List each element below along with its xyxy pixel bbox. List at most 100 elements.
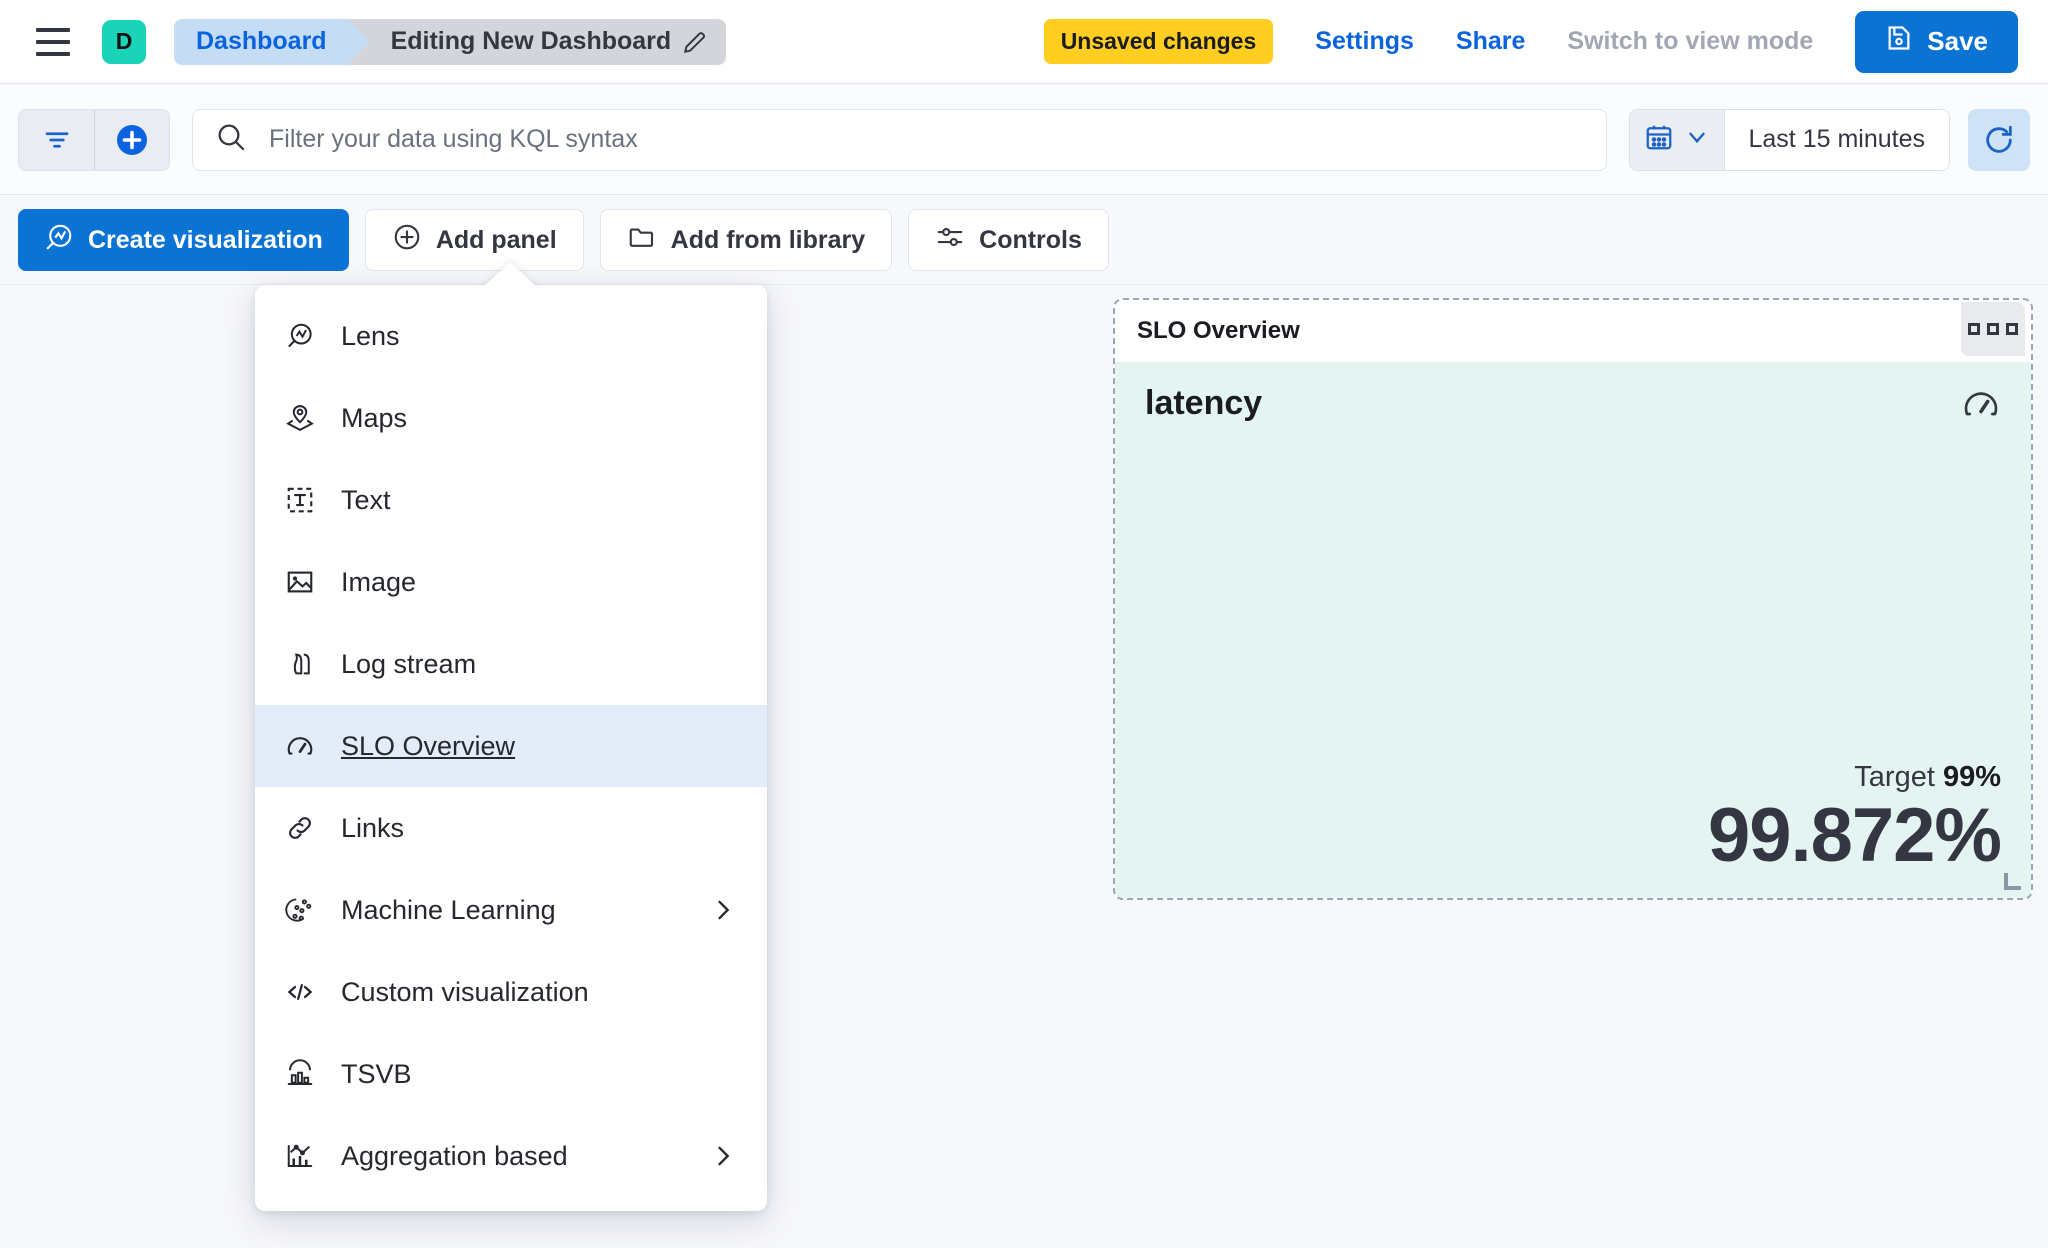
search-icon	[215, 121, 247, 158]
panel-header: SLO Overview	[1115, 300, 2031, 362]
add-panel-button[interactable]: Add panel	[364, 209, 584, 271]
add-panel-menu: Lens Maps Text	[255, 285, 767, 1211]
space-initial: D	[115, 28, 133, 54]
menu-item-maps[interactable]: Maps	[255, 377, 767, 459]
filter-button-group	[18, 108, 170, 171]
ml-icon	[285, 895, 315, 925]
query-bar: Filter your data using KQL syntax Last 1…	[0, 85, 2048, 195]
breadcrumb-current-label: Editing New Dashboard	[390, 27, 672, 55]
create-visualization-label: Create visualization	[88, 225, 323, 254]
menu-item-label: Text	[341, 484, 391, 515]
slo-panel-body: latency Target 99% 99.872%	[1115, 362, 2031, 898]
menu-item-label: SLO Overview	[341, 730, 516, 761]
app-header: D Dashboard Editing New Dashboard Unsave…	[0, 0, 2048, 84]
context-menu-icon[interactable]	[1961, 302, 2025, 356]
menu-item-label: Image	[341, 566, 417, 597]
controls-icon	[935, 222, 965, 259]
agg-chart-icon	[285, 1141, 315, 1171]
text-icon	[285, 485, 315, 515]
menu-item-log-stream[interactable]: Log stream	[255, 623, 767, 705]
controls-label: Controls	[979, 225, 1082, 254]
settings-link[interactable]: Settings	[1315, 27, 1414, 55]
tsvb-icon	[285, 1059, 315, 1089]
log-stream-icon	[285, 649, 315, 679]
menu-item-label: Aggregation based	[341, 1140, 568, 1171]
image-icon	[285, 567, 315, 597]
menu-item-label: Maps	[341, 402, 408, 433]
slo-target: Target 99%	[1145, 761, 2001, 794]
resize-handle-icon[interactable]	[2004, 873, 2021, 890]
menu-item-lens[interactable]: Lens	[255, 295, 767, 377]
menu-item-image[interactable]: Image	[255, 541, 767, 623]
date-quick-select-button[interactable]	[1629, 109, 1725, 170]
filter-icon[interactable]	[19, 110, 94, 170]
hamburger-icon[interactable]	[30, 19, 76, 65]
slo-name: latency	[1145, 384, 1263, 422]
search-input[interactable]: Filter your data using KQL syntax	[192, 108, 1607, 171]
save-button-label: Save	[1927, 26, 1988, 56]
pencil-icon[interactable]	[682, 29, 708, 55]
gauge-icon	[1961, 384, 2001, 429]
dashboard-toolbar: Create visualization Add panel Add from …	[0, 196, 2048, 284]
save-disk-icon	[1885, 24, 1913, 59]
context-menu-square	[1968, 323, 1980, 335]
lens-icon	[44, 222, 74, 259]
menu-item-tsvb[interactable]: TSVB	[255, 1033, 767, 1115]
breadcrumb: Dashboard Editing New Dashboard	[174, 18, 727, 65]
menu-item-custom-visualization[interactable]: Custom visualization	[255, 951, 767, 1033]
menu-item-slo-overview[interactable]: SLO Overview	[255, 705, 767, 787]
slo-overview-panel[interactable]: SLO Overview latency Target 99%	[1113, 298, 2033, 900]
chevron-down-icon	[1684, 124, 1710, 155]
add-from-library-label: Add from library	[670, 225, 866, 254]
menu-item-label: Links	[341, 812, 405, 843]
folder-icon	[627, 222, 657, 259]
create-visualization-button[interactable]: Create visualization	[18, 209, 349, 271]
plus-circle-icon	[392, 222, 422, 259]
chevron-right-icon	[709, 896, 737, 924]
search-placeholder: Filter your data using KQL syntax	[269, 125, 638, 153]
menu-item-machine-learning[interactable]: Machine Learning	[255, 869, 767, 951]
breadcrumb-dashboard[interactable]: Dashboard	[174, 18, 370, 65]
breadcrumb-parent-label: Dashboard	[196, 27, 327, 55]
slo-target-label: Target	[1854, 761, 1935, 793]
lens-icon	[285, 321, 315, 351]
hamburger-bar	[36, 51, 70, 56]
add-from-library-button[interactable]: Add from library	[599, 209, 893, 271]
refresh-icon[interactable]	[1968, 108, 2030, 171]
context-menu-square	[1987, 323, 1999, 335]
save-button[interactable]: Save	[1855, 10, 2018, 73]
calendar-icon	[1644, 122, 1674, 157]
switch-to-view-mode-link[interactable]: Switch to view mode	[1567, 27, 1814, 55]
chevron-right-icon	[709, 1142, 737, 1170]
controls-button[interactable]: Controls	[908, 209, 1109, 271]
slo-current-value: 99.872%	[1707, 793, 2002, 878]
menu-item-links[interactable]: Links	[255, 787, 767, 869]
panel-title: SLO Overview	[1137, 317, 1300, 344]
unsaved-changes-badge[interactable]: Unsaved changes	[1043, 19, 1274, 64]
menu-item-text[interactable]: Text	[255, 459, 767, 541]
menu-item-label: Lens	[341, 320, 400, 351]
menu-item-aggregation-based[interactable]: Aggregation based	[255, 1115, 767, 1197]
date-range-value[interactable]: Last 15 minutes	[1748, 125, 1926, 153]
slo-stats: Target 99% 99.872%	[1145, 761, 2002, 878]
menu-item-label: Custom visualization	[341, 976, 589, 1007]
hamburger-bar	[36, 27, 70, 32]
space-avatar[interactable]: D	[102, 19, 146, 64]
add-filter-plus-circle-icon[interactable]	[94, 109, 169, 170]
popover-arrow	[480, 262, 540, 290]
code-icon	[285, 977, 315, 1007]
breadcrumb-current[interactable]: Editing New Dashboard	[346, 18, 727, 65]
link-icon	[285, 813, 315, 843]
menu-item-label: Machine Learning	[341, 894, 556, 925]
add-panel-label: Add panel	[435, 225, 557, 254]
menu-item-label: Log stream	[341, 648, 477, 679]
date-picker: Last 15 minutes	[1628, 108, 1950, 171]
header-actions: Unsaved changes Settings Share Switch to…	[1043, 0, 2048, 83]
slo-target-value: 99%	[1942, 761, 2001, 793]
gauge-icon	[285, 731, 315, 761]
hamburger-bar	[36, 39, 70, 44]
share-link[interactable]: Share	[1455, 27, 1526, 55]
slo-body-header: latency	[1145, 384, 2001, 429]
menu-item-label: TSVB	[341, 1058, 412, 1089]
context-menu-square	[2006, 323, 2018, 335]
